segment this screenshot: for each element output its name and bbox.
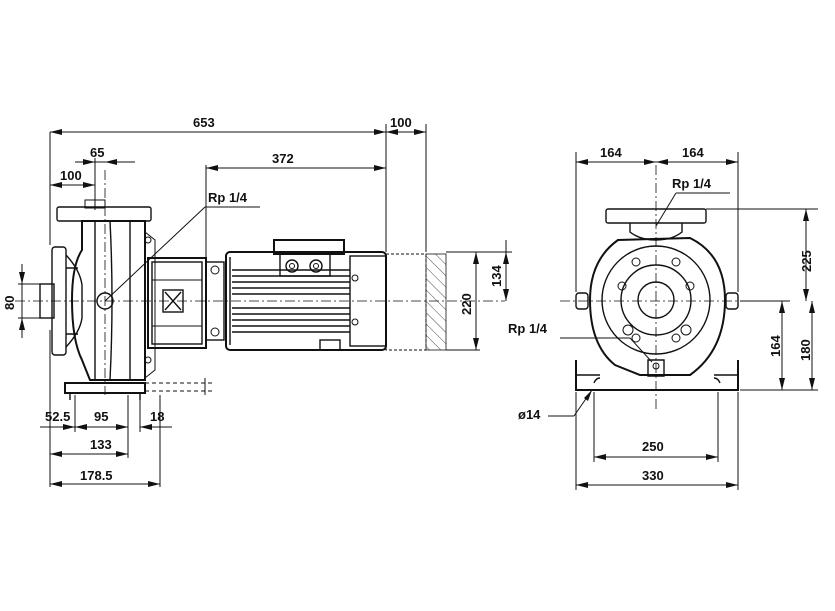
dim-total-length: 653	[193, 115, 215, 130]
port-label-front-top: Rp 1/4	[672, 176, 712, 191]
dim-motor-extension: 100	[390, 115, 412, 130]
dim-inlet-80: 80	[2, 296, 17, 310]
dim-motor-220: 220	[459, 293, 474, 315]
front-bolt-holes	[617, 257, 695, 343]
dim-hole-diameter: ø14	[518, 407, 541, 422]
dim-front-width-right: 164	[682, 145, 704, 160]
port-label-front-bottom: Rp 1/4	[508, 321, 548, 336]
dim-base-52-5: 52.5	[45, 409, 70, 424]
dim-base-178-5: 178.5	[80, 468, 113, 483]
dim-front-180: 180	[798, 339, 813, 361]
dim-foot-spacing: 250	[642, 439, 664, 454]
dim-motor-length: 372	[272, 151, 294, 166]
port-label-side: Rp 1/4	[208, 190, 248, 205]
dim-base-133: 133	[90, 437, 112, 452]
side-view: Rp 1/4 653 100 65 100 372	[2, 115, 512, 487]
dim-flange-65: 65	[90, 145, 104, 160]
dim-front-164: 164	[768, 335, 783, 357]
dim-base-18: 18	[150, 409, 164, 424]
dim-front-225: 225	[799, 250, 814, 272]
motor-cooling-fins	[232, 269, 350, 333]
dim-front-width-left: 164	[600, 145, 622, 160]
dim-base-95: 95	[94, 409, 108, 424]
dim-foot-width: 330	[642, 468, 664, 483]
dim-flange-100: 100	[60, 168, 82, 183]
dim-motor-134: 134	[489, 265, 504, 287]
front-view: 164 164 Rp 1/4 Rp 1/4 225 164 180 ø14	[508, 145, 818, 490]
